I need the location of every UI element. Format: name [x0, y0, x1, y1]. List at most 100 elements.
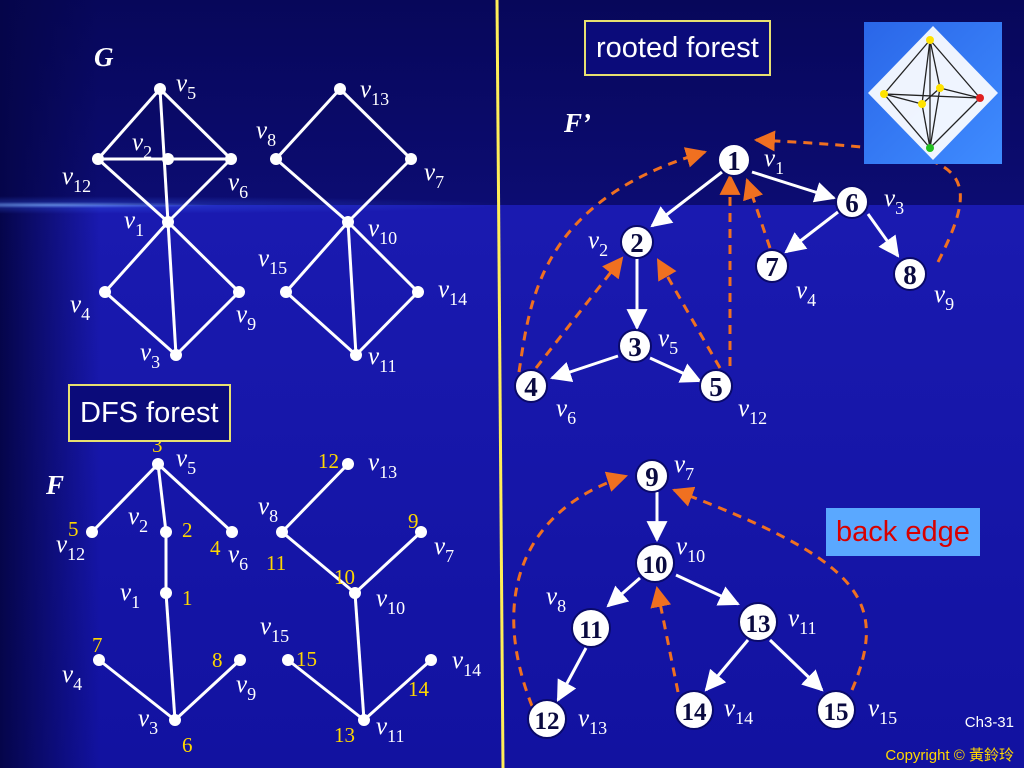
rooted-forest-node-numbers: 1 2 3 4 5 6 7 8 9 10 11 12 13 14 15 — [524, 146, 917, 735]
f-vertex-v4 — [93, 654, 105, 666]
title-forest-f: F — [45, 470, 64, 500]
rf-edge-1-2 — [650, 170, 723, 228]
rf-edge-10-11 — [606, 576, 641, 608]
rf-node-5 — [699, 369, 733, 403]
rooted-forest-back-edges — [512, 130, 962, 707]
g-label-v8: v8 — [256, 117, 276, 150]
slide-number: Ch3-31 — [964, 714, 1014, 731]
g-label-v13: v13 — [360, 76, 389, 109]
rf-node-number: 11 — [579, 617, 603, 644]
g-label-v3: v3 — [140, 339, 160, 372]
section-titles: G F F’ — [45, 42, 591, 500]
dfs-forest-f — [90, 462, 433, 722]
rf-node-13 — [738, 602, 778, 642]
g-label-v4: v4 — [70, 291, 90, 324]
f-vertex-v6 — [226, 526, 238, 538]
f-label-v8: v8 — [258, 493, 278, 526]
rf-node-number: 10 — [643, 552, 668, 579]
order-v12: 5 — [68, 517, 79, 541]
rf-node-number: 15 — [824, 699, 849, 726]
g-vertex-v6 — [225, 153, 237, 165]
g-vertex-v2 — [162, 153, 174, 165]
order-v1: 1 — [182, 586, 193, 610]
back-edge-14-10 — [650, 585, 680, 693]
rf-node-number: 5 — [709, 372, 723, 402]
background-top-band — [0, 0, 1024, 205]
rf-node-14 — [674, 690, 714, 730]
g-edge-v1-v9 — [166, 220, 241, 294]
rf-node-number: 1 — [727, 146, 741, 176]
g-label-v12: v12 — [62, 163, 91, 196]
g-vertex-v8 — [270, 153, 282, 165]
f-vertex-v14 — [425, 654, 437, 666]
dfs-order-numbers: 3 2 5 4 1 7 8 6 12 11 9 10 15 14 13 — [68, 433, 430, 757]
title-graph-g: G — [94, 42, 114, 72]
g-vertex-v10 — [342, 216, 354, 228]
rf-edge-3-4 — [550, 354, 619, 382]
f-label-v15: v15 — [260, 613, 289, 646]
rf-edge-10-13 — [675, 573, 740, 606]
f-edge-v11-v14 — [362, 658, 433, 722]
rf-node-1 — [717, 143, 751, 177]
order-v3: 6 — [182, 733, 193, 757]
f-edge-v3-v4 — [98, 658, 176, 722]
rf-node-7 — [755, 249, 789, 283]
rf-node-number: 2 — [630, 228, 644, 258]
g-vertex-v4 — [99, 286, 111, 298]
g-edge-v9-v3 — [174, 290, 241, 357]
rf-label-v2: v2 — [588, 227, 608, 260]
rf-label-v1: v1 — [764, 145, 784, 178]
f-edge-v13-v8 — [280, 462, 350, 534]
rf-node-3 — [618, 329, 652, 363]
f-vertex-v1 — [160, 587, 172, 599]
rf-label-v10: v10 — [676, 533, 705, 566]
f-edge-v10-v11 — [353, 592, 366, 721]
g-vertex-v11 — [350, 349, 362, 361]
g-edge-v8-v10 — [275, 157, 349, 224]
rf-node-9 — [635, 459, 669, 493]
g-vertex-v3 — [170, 349, 182, 361]
f-edge-v10-v7 — [353, 530, 423, 595]
f-label-v13: v13 — [368, 449, 397, 482]
rf-node-10 — [635, 543, 675, 583]
g-label-v6: v6 — [228, 169, 248, 202]
rf-node-number: 12 — [535, 708, 560, 735]
graph-g — [96, 87, 420, 357]
background-glow-line — [0, 196, 520, 214]
g-edge-v13-v7 — [338, 87, 413, 161]
rf-label-v13: v13 — [578, 705, 607, 738]
order-v7: 9 — [408, 509, 419, 533]
section-divider — [495, 0, 505, 768]
f-edge-v8-v10 — [281, 530, 356, 595]
rf-node-number: 3 — [628, 332, 642, 362]
rf-node-number: 14 — [682, 699, 708, 726]
g-label-v15: v15 — [258, 245, 287, 278]
f-edge-v11-v15 — [287, 658, 365, 722]
f-vertex-v5 — [152, 458, 164, 470]
g-edge-v1-v4 — [103, 220, 170, 294]
f-label-v14: v14 — [452, 647, 481, 680]
rf-edge-13-15 — [768, 638, 824, 692]
rf-node-15 — [816, 690, 856, 730]
back-edge-8-1 — [753, 130, 962, 263]
rf-label-v8: v8 — [546, 583, 566, 616]
f-vertex-v7 — [415, 526, 427, 538]
back-edge-7-1 — [743, 178, 772, 249]
g-vertex-v1 — [162, 216, 174, 228]
g-edge-v4-v3 — [104, 290, 177, 357]
g-label-v11: v11 — [368, 343, 396, 376]
g-edge-v12-v1 — [96, 157, 170, 224]
g-edge-v1-v3 — [166, 221, 178, 356]
order-v4: 7 — [92, 633, 103, 657]
g-label-v10: v10 — [368, 215, 397, 248]
g-vertex-v5 — [154, 83, 166, 95]
rf-node-number: 7 — [765, 252, 779, 282]
rf-label-v14: v14 — [724, 695, 753, 728]
order-v13: 12 — [318, 449, 339, 473]
f-vertex-v2 — [160, 526, 172, 538]
rf-label-v6: v6 — [556, 395, 576, 428]
rf-node-12 — [527, 699, 567, 739]
rf-node-number: 4 — [524, 372, 538, 402]
f-label-v11: v11 — [376, 713, 404, 746]
